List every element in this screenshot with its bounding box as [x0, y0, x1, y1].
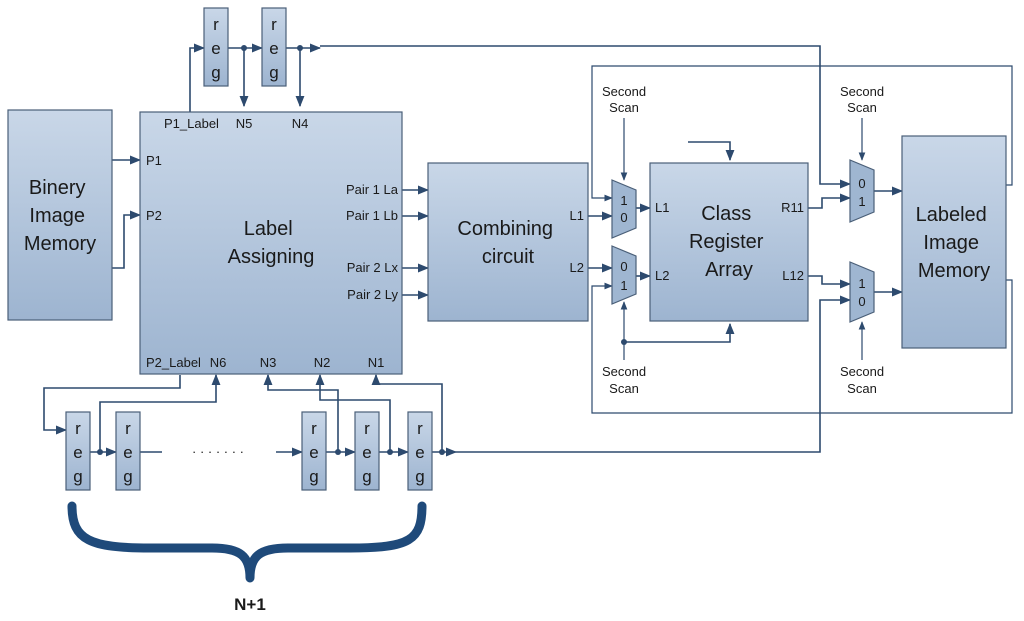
- wire-p2: [112, 210, 142, 269]
- wire-n1: [371, 373, 443, 452]
- svg-text:Combining circuit: Combining circuit: [457, 218, 558, 268]
- svg-text:reg: reg: [73, 419, 82, 486]
- port-n6: N6: [210, 355, 227, 370]
- binary-memory-line3: Memory: [24, 233, 96, 255]
- svg-text:reg: reg: [309, 419, 318, 486]
- wire-chain-to-mux4: [456, 295, 852, 453]
- label-assigning-line2: Assigning: [228, 246, 315, 268]
- wire-p2label-to-reg: [43, 375, 181, 435]
- mux-3: 0 1: [849, 159, 875, 223]
- port-comb-l1: L1: [570, 208, 584, 223]
- wire-r11: [808, 193, 852, 209]
- class-register-line2: Register: [689, 231, 764, 253]
- mux-2: 0 1: [611, 245, 637, 305]
- svg-text:reg: reg: [211, 15, 220, 82]
- port-pair1la: Pair 1 La: [346, 182, 399, 197]
- class-register-line3: Array: [705, 259, 753, 281]
- port-n2: N2: [314, 355, 331, 370]
- svg-text:reg: reg: [123, 419, 132, 486]
- binary-image-memory-block: Binery Image Memory: [7, 109, 113, 321]
- binary-memory-line1: Binery: [29, 177, 86, 199]
- port-p2: P2: [146, 208, 162, 223]
- mux2-in-top: 0: [620, 259, 627, 274]
- register-chain-ellipsis: · · · · · · ·: [192, 444, 244, 459]
- wire-feedback-bottom: [591, 279, 1013, 414]
- binary-memory-line2: Image: [29, 205, 85, 227]
- combining-line2: circuit: [482, 246, 535, 268]
- labeled-memory-line1: Labeled: [916, 204, 987, 226]
- mux2-in-bottom: 1: [620, 278, 627, 293]
- wire-p1label-to-reg: [189, 43, 206, 112]
- wire-cra-bottom-in: [624, 322, 735, 343]
- wire-n2: [315, 373, 391, 452]
- class-register-array-block: Class Register Array L1 L2 R11 L12: [649, 162, 809, 322]
- mux4-in-bottom: 0: [858, 294, 865, 309]
- mux-1: 1 0: [611, 179, 637, 239]
- port-n5: N5: [236, 116, 253, 131]
- port-pair1lb: Pair 1 Lb: [346, 208, 398, 223]
- wire-n6: [99, 373, 221, 452]
- wire-cra-top-in: [688, 141, 735, 162]
- junction-dots: [97, 45, 627, 455]
- svg-text:Binery Image Memor: Binery Image Memory: [24, 177, 96, 255]
- svg-text:reg: reg: [415, 419, 424, 486]
- port-cra-l2: L2: [655, 268, 669, 283]
- label-assigning-block: Label Assigning P1 P2 P1_Label N5 N4 Pai…: [139, 111, 403, 375]
- svg-text:Class Register Arr: Class Register Array: [689, 203, 769, 281]
- port-n4: N4: [292, 116, 309, 131]
- wire-feedback-top: [591, 65, 1013, 202]
- mux3-in-bottom: 1: [858, 194, 865, 209]
- port-r11: R11: [781, 200, 804, 215]
- n-plus-1-brace: [67, 501, 427, 583]
- labeled-memory-line3: Memory: [918, 260, 990, 282]
- labeled-memory-line2: Image: [923, 232, 979, 254]
- svg-text:Labeled Image Memo: Labeled Image Memory: [916, 204, 993, 282]
- svg-text:Label Assigning: Label Assigning: [228, 218, 315, 268]
- port-comb-l2: L2: [570, 260, 584, 275]
- wires: [43, 43, 1013, 457]
- mux1-in-bottom: 0: [620, 210, 627, 225]
- port-n1: N1: [368, 355, 385, 370]
- port-cra-l1: L1: [655, 200, 669, 215]
- label-assigning-line1: Label: [244, 218, 293, 240]
- port-p2-label: P2_Label: [146, 355, 201, 370]
- wire-top-to-mux3: [320, 45, 852, 189]
- port-n3: N3: [260, 355, 277, 370]
- mux3-in-top: 0: [858, 176, 865, 191]
- svg-text:reg: reg: [362, 419, 371, 486]
- brace-label: N+1: [234, 595, 266, 614]
- combining-circuit-block: Combining circuit L1 L2: [427, 162, 589, 322]
- svg-text:reg: reg: [269, 15, 278, 82]
- combining-line1: Combining: [457, 218, 553, 240]
- wire-n3: [263, 373, 339, 452]
- class-register-line1: Class: [701, 203, 751, 225]
- labeled-image-memory-block: Labeled Image Memory: [901, 135, 1007, 349]
- port-p1-label: P1_Label: [164, 116, 219, 131]
- port-pair2ly: Pair 2 Ly: [347, 287, 398, 302]
- port-l12: L12: [782, 268, 804, 283]
- wire-l12: [808, 275, 852, 289]
- port-p1: P1: [146, 153, 162, 168]
- mux4-in-top: 1: [858, 276, 865, 291]
- port-pair2lx: Pair 2 Lx: [347, 260, 399, 275]
- mux1-in-top: 1: [620, 193, 627, 208]
- mux-4: 1 0: [849, 261, 875, 323]
